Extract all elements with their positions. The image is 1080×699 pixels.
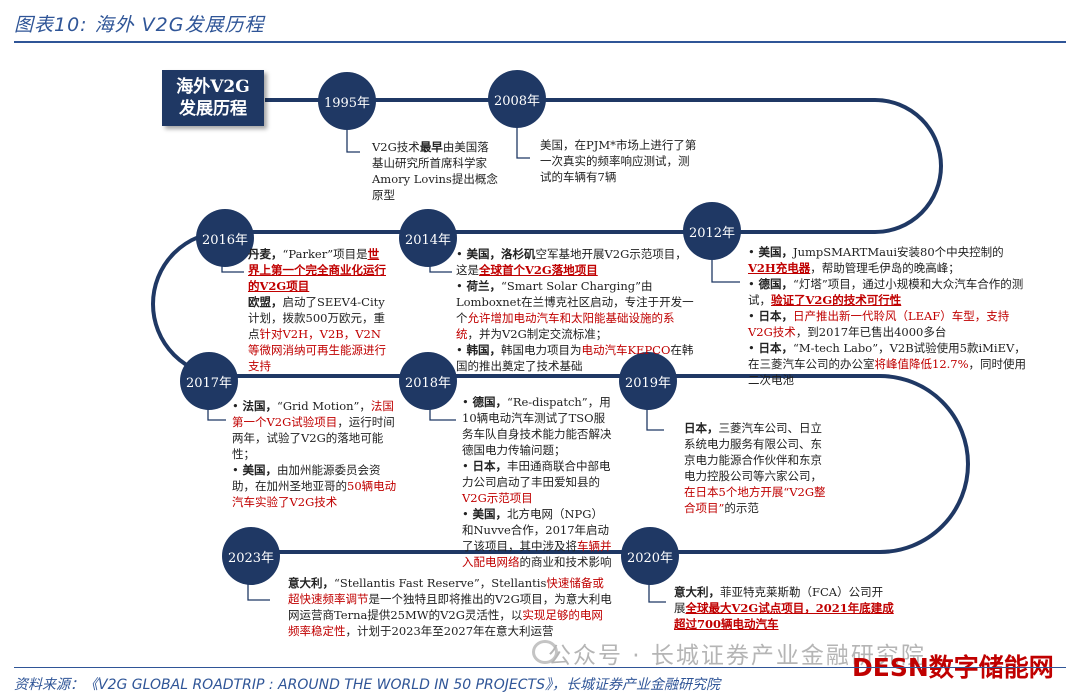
- note-2012-jp-1: • 日本，日产推出新一代聆风（LEAF）车型，支持V2G技术，到2017年已售出…: [748, 309, 1010, 339]
- year-badge-2018: 2018年: [399, 352, 457, 410]
- watermark-text: 公众号 · 长城证券产业金融研究院: [548, 643, 926, 669]
- year-badge-1995: 1995年: [318, 72, 376, 130]
- note-2016-eu: 欧盟，启动了SEEV4-City计划，拨款500万欧元，重点针对V2H，V2B，…: [248, 295, 386, 373]
- note-2012: • 美国，JumpSMARTMaui安装80个中央控制的V2H充电器，帮助管理毛…: [748, 244, 1030, 388]
- note-2016-dk: 丹麦，“Parker”项目是世界上第一个完全商业化运行的V2G项目: [248, 247, 386, 293]
- title-line-1: 海外V2G: [176, 77, 250, 97]
- year-badge-2017: 2017年: [180, 352, 238, 410]
- note-2012-jp-2: • 日本，“M-tech Labo”，V2B试验使用5款iMiEV，在三菱汽车公…: [748, 341, 1027, 387]
- year-badge-2016: 2016年: [196, 209, 254, 267]
- note-2014: • 美国，洛杉矶空军基地开展V2G示范项目，这是全球首个V2G落地项目 • 荷兰…: [456, 246, 694, 374]
- footer-divider: [14, 667, 1066, 668]
- brand-watermark: DESN数字储能网: [852, 653, 1054, 682]
- note-2018-de: • 德国，“Re-dispatch”，用10辆电动汽车测试了TSO服务车队自身技…: [462, 395, 612, 457]
- note-2012-us: • 美国，JumpSMARTMaui安装80个中央控制的V2H充电器，帮助管理毛…: [748, 245, 1004, 275]
- figure-header: 图表10: 海外 V2G发展历程: [0, 0, 1080, 44]
- note-2014-nl: • 荷兰，“Smart Solar Charging”由Lomboxnet在兰博…: [456, 279, 694, 341]
- note-2023: 意大利，“Stellantis Fast Reserve”，Stellantis…: [288, 576, 612, 638]
- note-2008: 美国，在PJM*市场上进行了第一次真实的频率响应测试，测试的车辆有7辆: [540, 138, 697, 184]
- year-badge-2012: 2012年: [683, 202, 741, 260]
- source-note: 资料来源：《V2G GLOBAL ROADTRIP : AROUND THE W…: [14, 677, 720, 693]
- year-badge-2008: 2008年: [488, 70, 546, 128]
- note-2017-us: • 美国，由加州能源委员会资助，在加州圣地亚哥的50辆电动汽车实验了V2G技术: [232, 463, 397, 509]
- timeline-title-box: 海外V2G 发展历程: [162, 70, 264, 126]
- note-2014-kr: • 韩国，韩国电力项目为电动汽车KEPCO在韩国的推出奠定了技术基础: [456, 343, 694, 373]
- header-divider: [14, 41, 1066, 43]
- note-2012-de: • 德国，“灯塔”项目，通过小规模和大众汽车合作的测试，验证了V2G的技术可行性: [748, 277, 1024, 307]
- note-2018: • 德国，“Re-dispatch”，用10辆电动汽车测试了TSO服务车队自身技…: [462, 394, 614, 570]
- note-2018-jp: • 日本，丰田通商联合中部电力公司启动了丰田爱知县的V2G示范项目: [462, 459, 611, 505]
- figure-title: 图表10: 海外 V2G发展历程: [14, 14, 265, 36]
- year-badge-2014: 2014年: [399, 209, 457, 267]
- note-2014-us: • 美国，洛杉矶空军基地开展V2G示范项目，这是全球首个V2G落地项目: [456, 247, 687, 277]
- note-1995: V2G技术最早由美国落基山研究所首席科学家Amory Lovins提出概念原型: [372, 140, 498, 202]
- wechat-icon: [532, 640, 558, 664]
- year-badge-2020: 2020年: [621, 527, 679, 585]
- note-2019: 日本，三菱汽车公司、日立系统电力服务有限公司、东京电力能源合作伙伴和东京电力控股…: [684, 421, 826, 515]
- note-2017: • 法国，“Grid Motion”，法国第一个V2G试验项目，运行时间两年，试…: [232, 398, 398, 510]
- note-2016: 丹麦，“Parker”项目是世界上第一个完全商业化运行的V2G项目 欧盟，启动了…: [248, 246, 386, 374]
- note-2018-us: • 美国，北方电网（NPG）和Nuvve合作，2017年启动了该项目，其中涉及将…: [462, 507, 612, 569]
- year-badge-2023: 2023年: [222, 527, 280, 585]
- title-line-2: 发展历程: [179, 99, 247, 119]
- year-badge-2019: 2019年: [619, 352, 677, 410]
- note-2017-fr: • 法国，“Grid Motion”，法国第一个V2G试验项目，运行时间两年，试…: [232, 399, 395, 461]
- note-2020: 意大利，菲亚特克莱斯勒（FCA）公司开展全球最大V2G试点项目，2021年底建成…: [674, 585, 894, 631]
